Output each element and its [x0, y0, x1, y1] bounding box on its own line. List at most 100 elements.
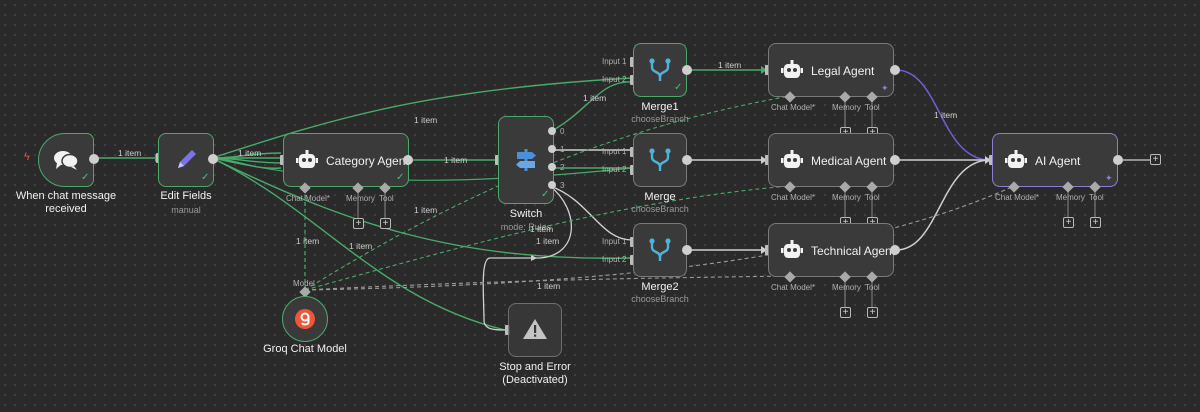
edge-item-count: 1 item	[444, 155, 468, 165]
merge2-input2-port[interactable]	[630, 255, 635, 265]
success-check-icon: ✓	[541, 189, 550, 200]
edit-fields-node[interactable]: ✓	[158, 133, 214, 187]
chat-model-port-label: Chat Model*	[771, 103, 816, 112]
merge-icon	[649, 148, 671, 171]
edge-item-count: 1 item	[530, 224, 554, 234]
legal-agent-input-port[interactable]	[765, 65, 770, 75]
edge-item-count: 1 item	[583, 93, 607, 103]
technical-agent-title: Technical Agent	[811, 244, 896, 258]
merge-input2-port[interactable]	[630, 165, 635, 175]
switch-output-3-port[interactable]	[548, 181, 556, 189]
tool-port-label: Tool	[379, 194, 394, 203]
switch-subtitle: mode: Rules	[500, 222, 552, 232]
chat-trigger-node[interactable]: ✓	[38, 133, 94, 187]
chat-model-port-label: Chat Model*	[995, 193, 1040, 202]
edit-fields-output-port[interactable]	[208, 154, 218, 164]
chat-trigger-output-port[interactable]	[89, 154, 99, 164]
switch-input-port[interactable]	[495, 155, 500, 165]
medical-agent-output-port[interactable]	[890, 155, 900, 165]
medical-agent-title: Medical Agent	[811, 154, 887, 168]
add-memory-button[interactable]: +	[353, 218, 364, 229]
merge1-output-port[interactable]	[682, 65, 692, 75]
switch-node[interactable]: ✓	[498, 116, 554, 204]
add-tool-button[interactable]: +	[867, 307, 878, 318]
merge-subtitle: chooseBranch	[631, 204, 689, 214]
edit-fields-subtitle: manual	[171, 205, 201, 215]
switch-output-2-port[interactable]	[548, 163, 556, 171]
chat-bubbles-icon	[54, 151, 79, 170]
category-agent-node[interactable]: Category Agent ✓	[283, 133, 409, 187]
merge1-input2-label: Input 2	[602, 75, 627, 84]
merge2-input1-port[interactable]	[630, 237, 635, 247]
add-tool-button[interactable]: +	[1090, 217, 1101, 228]
chat-model-port-label: Chat Model*	[286, 194, 331, 203]
edit-fields-title: Edit Fields	[160, 190, 212, 202]
merge1-input2-port[interactable]	[630, 75, 635, 85]
add-memory-button[interactable]: +	[1063, 217, 1074, 228]
groq-chat-model-node[interactable]	[282, 296, 328, 342]
merge-icon	[649, 238, 671, 261]
merge-node[interactable]	[633, 133, 687, 187]
robot-icon	[781, 60, 803, 78]
merge1-input1-label: Input 1	[602, 57, 627, 66]
groq-logo-icon	[295, 309, 315, 329]
edge-item-count: 1 item	[118, 148, 142, 158]
edge-item-count: 1 item	[296, 236, 320, 246]
pin-icon[interactable]: ✦	[1105, 173, 1113, 183]
success-check-icon: ✓	[201, 172, 210, 183]
warning-icon	[523, 319, 547, 339]
technical-agent-input-port[interactable]	[765, 245, 770, 255]
robot-icon	[1005, 150, 1027, 168]
edge-item-count: 1 item	[537, 281, 561, 291]
merge1-node[interactable]: ✓	[633, 43, 687, 97]
legal-agent-title: Legal Agent	[811, 64, 875, 78]
category-agent-input-port[interactable]	[280, 155, 285, 165]
switch-output-label: 3	[560, 181, 565, 190]
merge-output-port[interactable]	[682, 155, 692, 165]
medical-agent-node[interactable]: Medical Agent	[768, 133, 894, 187]
ai-agent-title: AI Agent	[1035, 154, 1081, 168]
merge2-node[interactable]	[633, 223, 687, 277]
chat-model-port-label: Chat Model*	[771, 283, 816, 292]
ai-agent-input-port[interactable]	[989, 155, 994, 165]
merge2-input1-label: Input 1	[602, 237, 627, 246]
ai-agent-output-port[interactable]	[1113, 155, 1123, 165]
add-memory-button[interactable]: +	[840, 307, 851, 318]
merge2-output-port[interactable]	[682, 245, 692, 255]
category-agent-output-port[interactable]	[403, 155, 413, 165]
merge2-input2-label: Input 2	[602, 255, 627, 264]
tool-port-label: Tool	[865, 103, 880, 112]
signpost-icon	[516, 149, 536, 171]
add-next-node-button[interactable]: +	[1150, 154, 1161, 165]
edge-item-count: 1 item	[414, 205, 438, 215]
add-tool-button[interactable]: +	[380, 218, 391, 229]
merge-input1-label: Input 1	[602, 147, 627, 156]
edge-item-count: 1 item	[349, 241, 373, 251]
switch-title: Switch	[509, 208, 543, 220]
switch-output-1-port[interactable]	[548, 145, 556, 153]
pin-icon[interactable]: ✦	[881, 83, 889, 93]
success-check-icon: ✓	[81, 172, 90, 183]
stop-error-input-port[interactable]	[505, 325, 510, 335]
switch-output-0-port[interactable]	[548, 127, 556, 135]
edge-technical-aiagent	[895, 159, 991, 251]
stop-error-node[interactable]	[508, 303, 562, 357]
merge-icon	[649, 58, 671, 81]
merge1-input1-port[interactable]	[630, 57, 635, 67]
legal-agent-node[interactable]: Legal Agent ✦	[768, 43, 894, 97]
ai-agent-node[interactable]: AI Agent ✦	[992, 133, 1118, 187]
edge-item-count: 1 item	[934, 110, 958, 120]
merge-input1-port[interactable]	[630, 147, 635, 157]
success-check-icon: ✓	[396, 172, 405, 183]
pencil-icon	[178, 150, 196, 168]
chat-model-port-label: Chat Model*	[771, 193, 816, 202]
technical-agent-node[interactable]: Technical Agent	[768, 223, 896, 277]
technical-agent-output-port[interactable]	[890, 245, 900, 255]
legal-agent-output-port[interactable]	[890, 65, 900, 75]
trigger-bolt-icon: ϟ	[24, 151, 30, 163]
medical-agent-input-port[interactable]	[765, 155, 770, 165]
memory-port-label: Memory	[832, 283, 861, 292]
edge-editfields-merge	[211, 157, 633, 181]
